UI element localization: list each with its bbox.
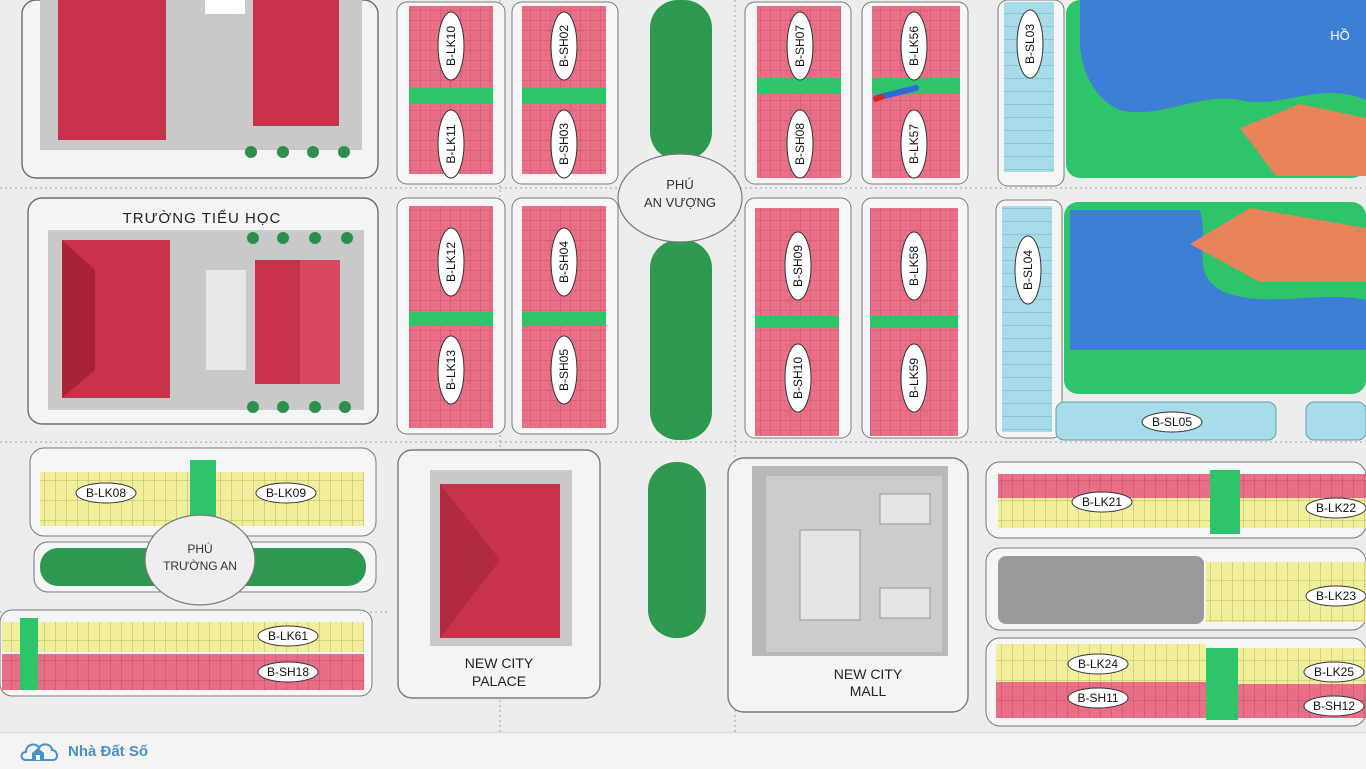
block-label-b-sh10: B-SH10 <box>784 343 812 413</box>
school-block-bottom <box>27 197 379 425</box>
block-label-b-lk22: B-LK22 <box>1305 497 1366 519</box>
footer-bar <box>0 732 1366 769</box>
svg-text:B-LK25: B-LK25 <box>1314 665 1354 679</box>
block-label-b-sh04: B-SH04 <box>550 227 578 297</box>
svg-text:B-LK59: B-LK59 <box>907 358 921 398</box>
svg-text:B-SL05: B-SL05 <box>1152 415 1192 429</box>
block-label-b-sh12: B-SH12 <box>1303 695 1365 717</box>
block-label-b-lk23: B-LK23 <box>1305 585 1366 607</box>
svg-text:B-LK56: B-LK56 <box>907 26 921 66</box>
svg-text:B-SH02: B-SH02 <box>557 25 571 67</box>
school-block-top <box>21 0 379 179</box>
block-label-b-lk25: B-LK25 <box>1303 661 1365 683</box>
brand-logo[interactable]: Nhà Đất Số <box>18 738 148 764</box>
svg-text:B-SH10: B-SH10 <box>791 357 805 399</box>
svg-text:B-SL03: B-SL03 <box>1023 24 1037 64</box>
svg-text:B-LK57: B-LK57 <box>907 124 921 164</box>
svg-text:B-LK12: B-LK12 <box>444 242 458 282</box>
master-plan-map: TRƯỜNG TIỂU HỌC <box>0 0 1366 732</box>
svg-text:B-LK08: B-LK08 <box>86 486 126 500</box>
block-label-b-lk24: B-LK24 <box>1067 653 1129 675</box>
svg-text:B-SH07: B-SH07 <box>793 25 807 67</box>
house-cloud-icon <box>20 743 58 761</box>
svg-text:B-SH11: B-SH11 <box>1077 691 1118 705</box>
block-label-b-lk12: B-LK12 <box>437 227 465 297</box>
mall-label-line2: MALL <box>850 683 887 699</box>
svg-text:B-LK21: B-LK21 <box>1082 495 1122 509</box>
block-sl03 <box>997 0 1065 187</box>
block-lk21-lk22 <box>985 461 1366 539</box>
svg-text:B-LK58: B-LK58 <box>907 246 921 286</box>
new-city-palace-block <box>397 449 601 699</box>
svg-text:B-LK22: B-LK22 <box>1316 501 1356 515</box>
svg-text:B-LK09: B-LK09 <box>266 486 306 500</box>
block-label-b-sh18: B-SH18 <box>257 661 319 683</box>
block-label-b-lk56: B-LK56 <box>900 11 928 81</box>
block-label-b-sh11: B-SH11 <box>1067 687 1129 709</box>
svg-text:B-SH12: B-SH12 <box>1313 699 1355 713</box>
roundabout-2-line1: PHÚ <box>187 541 212 556</box>
block-column-3 <box>744 1 852 439</box>
block-label-b-lk11: B-LK11 <box>437 109 465 179</box>
roundabout-phu-truong-an <box>144 514 256 606</box>
svg-text:B-SH18: B-SH18 <box>267 665 309 679</box>
svg-text:B-SL04: B-SL04 <box>1021 250 1035 290</box>
palace-label-line1: NEW CITY <box>465 655 534 671</box>
mall-label-line1: NEW CITY <box>834 666 903 682</box>
svg-text:B-LK13: B-LK13 <box>444 350 458 390</box>
block-lk24-sh11 <box>985 637 1366 727</box>
block-column-2 <box>511 1 619 435</box>
school-label: TRƯỜNG TIỂU HỌC <box>123 209 282 227</box>
svg-text:B-SH09: B-SH09 <box>791 245 805 287</box>
block-label-b-sh07: B-SH07 <box>786 11 814 81</box>
tree-icons <box>245 146 353 413</box>
block-label-b-lk61: B-LK61 <box>257 625 319 647</box>
vertical-block-labels: B-LK10B-LK11B-SH02B-SH03B-SH07B-SH08B-LK… <box>437 9 1044 413</box>
lake-label: HỒ <box>1330 28 1350 43</box>
roundabout-1-line1: PHÚ <box>666 177 693 192</box>
block-label-b-sh08: B-SH08 <box>786 109 814 179</box>
block-label-b-lk59: B-LK59 <box>900 343 928 413</box>
svg-text:B-SH05: B-SH05 <box>557 349 571 391</box>
svg-text:B-LK24: B-LK24 <box>1078 657 1118 671</box>
block-label-b-lk57: B-LK57 <box>900 109 928 179</box>
svg-text:B-LK11: B-LK11 <box>444 124 458 163</box>
svg-text:B-SH03: B-SH03 <box>557 123 571 165</box>
block-parking-lk23 <box>985 547 1366 631</box>
block-label-b-sl04: B-SL04 <box>1014 235 1042 305</box>
block-label-b-sh03: B-SH03 <box>550 109 578 179</box>
block-lk61-sh18 <box>0 609 373 697</box>
block-label-b-lk09: B-LK09 <box>255 482 317 504</box>
block-label-b-lk21: B-LK21 <box>1071 491 1133 513</box>
svg-text:B-LK61: B-LK61 <box>268 629 308 643</box>
block-label-b-lk58: B-LK58 <box>900 231 928 301</box>
block-sl05 <box>1055 401 1366 441</box>
brand-name: Nhà Đất Số <box>68 742 149 760</box>
block-label-b-sh02: B-SH02 <box>550 11 578 81</box>
block-label-b-sl03: B-SL03 <box>1016 9 1044 79</box>
new-city-mall-block <box>727 457 969 713</box>
block-label-b-lk10: B-LK10 <box>437 11 465 81</box>
block-label-b-lk13: B-LK13 <box>437 335 465 405</box>
roundabout-2-line2: TRƯỜNG AN <box>163 558 237 573</box>
svg-text:B-SH08: B-SH08 <box>793 123 807 165</box>
green-median <box>648 0 712 638</box>
svg-text:B-LK23: B-LK23 <box>1316 589 1356 603</box>
block-label-b-lk08: B-LK08 <box>75 482 137 504</box>
palace-label-line2: PALACE <box>472 673 526 689</box>
lake-park <box>1064 0 1366 394</box>
roundabout-phu-an-vuong <box>617 153 743 243</box>
block-label-b-sl05: B-SL05 <box>1141 411 1203 433</box>
block-label-b-sh05: B-SH05 <box>550 335 578 405</box>
svg-text:B-SH04: B-SH04 <box>557 241 571 283</box>
roundabout-1-line2: AN VƯỢNG <box>644 195 716 210</box>
svg-text:B-LK10: B-LK10 <box>444 26 458 66</box>
block-label-b-sh09: B-SH09 <box>784 231 812 301</box>
